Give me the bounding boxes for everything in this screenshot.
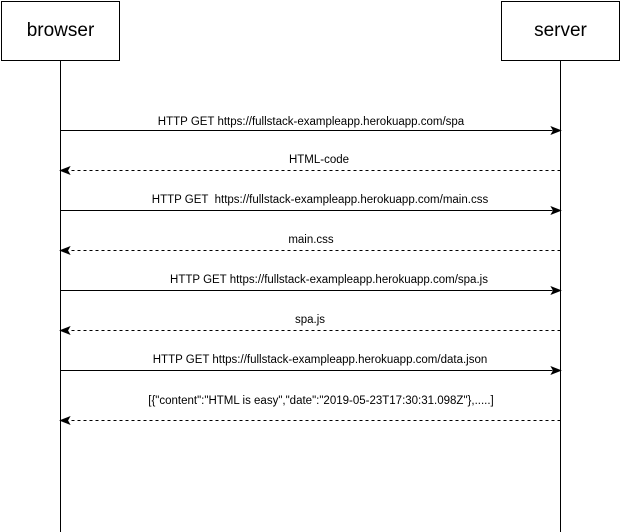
server-participant-label: server [534,20,587,41]
message-arrow [59,246,561,255]
message-label: HTTP GET https://fullstack-exampleapp.he… [157,116,465,128]
message-arrow [59,326,561,335]
arrowhead-icon [550,126,562,135]
arrowhead-icon [59,416,71,425]
arrowhead-icon [59,246,71,255]
message-label: main.css [288,234,334,246]
message-label: [{"content":"HTML is easy","date":"2019-… [148,395,494,407]
browser-participant: browser [1,1,120,61]
message-label: spa.js [294,314,326,326]
message-arrow [60,206,562,215]
server-participant: server [501,1,620,61]
arrowhead-icon [59,326,71,335]
arrowhead-icon [550,286,562,295]
browser-participant-label: browser [26,20,95,41]
message-arrow [60,366,562,375]
message-label: HTTP GET https://fullstack-exampleapp.he… [151,194,489,206]
message-label: HTML-code [288,154,350,166]
message-label: HTTP GET https://fullstack-exampleapp.he… [152,354,488,366]
message-arrow [60,126,562,135]
arrowhead-icon [550,366,562,375]
arrowhead-icon [550,206,562,215]
message-label: HTTP GET https://fullstack-exampleapp.he… [170,274,488,286]
message-arrow [59,416,561,425]
message-arrow [59,166,561,175]
arrowhead-icon [59,166,71,175]
message-arrow [60,286,562,295]
